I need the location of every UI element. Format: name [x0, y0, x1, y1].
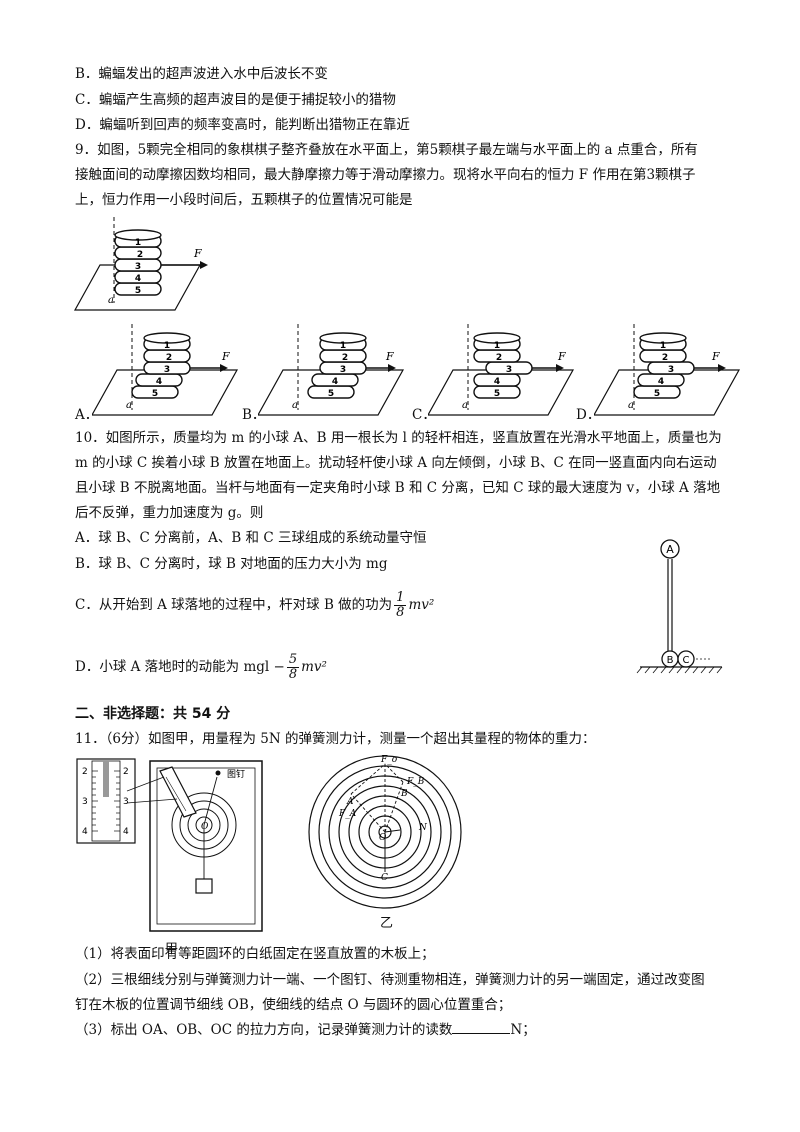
q10-stem-line2: m 的小球 C 挨着小球 B 放置在地面上。扰动轻杆使小球 A 向左倾倒，小球 … — [75, 455, 717, 471]
q11-step2-line1: （2）三根细线分别与弹簧测力计一端、一个图钉、待测重物相连，弹簧测力计的另一端固… — [75, 972, 705, 988]
q11-yi-c: C — [381, 873, 388, 883]
q11-yi-fb: F_B — [406, 777, 425, 787]
q10-stem-line3: 且小球 B 不脱离地面。当杆与地面有一定夹角时小球 B 和 C 分离，已知 C … — [75, 480, 721, 496]
q11-yi-b: B — [400, 789, 408, 799]
svg-text:3: 3 — [506, 365, 512, 375]
svg-text:2: 2 — [662, 353, 668, 363]
q10-option-c-text: C．从开始到 A 球落地的过程中，杆对球 B 做的功为 — [75, 597, 393, 613]
q9-piece-4: 4 — [135, 274, 141, 284]
q9-piece-2: 2 — [137, 250, 143, 260]
q11-scale-left-4: 4 — [82, 827, 88, 837]
svg-text:3: 3 — [164, 365, 170, 375]
q9-piece-1: 1 — [135, 238, 141, 248]
q10-stem-line4: 后不反弹，重力加速度为 g。则 — [75, 505, 264, 521]
q11-step3-unit: N； — [510, 1022, 536, 1038]
svg-text:3: 3 — [668, 365, 674, 375]
q9-stem-line3: 上，恒力作用一小段时间后，五颗棋子的位置情况可能是 — [75, 192, 413, 208]
svg-text:F: F — [557, 350, 566, 363]
q9-stem-line1: 9．如图，5颗完全相同的象棋棋子整齐叠放在水平面上，第5颗棋子最左端与水平面上的… — [75, 142, 698, 158]
q9-piece-5: 5 — [135, 286, 141, 296]
q11-scale-left-3: 3 — [82, 797, 88, 807]
q10-rod-figure: A B C — [636, 539, 723, 674]
q10-ball-b-label: B — [667, 655, 674, 666]
svg-text:F: F — [711, 350, 720, 363]
q11-scale-right-2: 2 — [123, 767, 129, 777]
q10-option-a: A．球 B、C 分离前，A、B 和 C 三球组成的系统动量守恒 — [75, 530, 427, 546]
q9-option-a-label: A． — [75, 407, 99, 423]
q11-scale-right-4: 4 — [123, 827, 129, 837]
svg-text:a: a — [126, 400, 132, 411]
svg-text:4: 4 — [332, 377, 338, 387]
q9-option-a-figure: 1 2 34 5 F a — [92, 324, 239, 416]
q9-stem-line2: 接触面间的动摩擦因数均相同，最大静摩擦力等于滑动摩擦力。现将水平向右的恒力 F … — [75, 167, 696, 183]
svg-text:2: 2 — [342, 353, 348, 363]
svg-text:2: 2 — [496, 353, 502, 363]
q11-yi-a: A — [346, 797, 354, 807]
q10-stem-line1: 10．如图所示，质量均为 m 的小球 A、B 用一根长为 l 的轻杆相连，竖直放… — [75, 430, 722, 446]
svg-text:5: 5 — [654, 389, 660, 399]
svg-text:O: O — [201, 822, 209, 832]
q10-option-d-numerator: 5 — [286, 652, 300, 668]
q11-figure-jia: 2 3 4 2 3 4 O 图钉 — [76, 758, 263, 932]
q11-pin-label: 图钉 — [227, 769, 245, 780]
svg-text:F: F — [221, 350, 230, 363]
q10-ball-c-label: C — [683, 655, 690, 666]
q9-force-label: F — [193, 247, 202, 260]
section-2-title: 二、非选择题：共 54 分 — [75, 706, 231, 722]
q8-option-b: B．蝙蝠发出的超声波进入水中后波长不变 — [75, 66, 328, 82]
svg-text:1: 1 — [494, 341, 500, 351]
q11-scale-right-3: 3 — [123, 797, 129, 807]
q9-option-c-figure: 1 234 5 F a — [428, 324, 575, 416]
q10-ball-a-label: A — [666, 543, 674, 556]
q11-step1: （1）将表面印有等距圆环的白纸固定在竖直放置的木板上； — [75, 946, 435, 962]
svg-text:3: 3 — [340, 365, 346, 375]
svg-text:2: 2 — [166, 353, 172, 363]
q11-scale-left-2: 2 — [82, 767, 88, 777]
svg-text:5: 5 — [328, 389, 334, 399]
q10-option-c-numerator: 1 — [394, 590, 407, 606]
q11-yi-o: O — [379, 833, 387, 843]
svg-text:a: a — [292, 400, 298, 411]
q9-point-a: a — [108, 295, 114, 306]
svg-text:5: 5 — [152, 389, 158, 399]
q11-figure-jia-label: 甲 — [165, 942, 179, 957]
q10-option-c-denominator: 8 — [396, 605, 405, 620]
q11-intro: 11．（6分）如图甲，用量程为 5N 的弹簧测力计，测量一个超出其量程的物体的重… — [75, 731, 596, 747]
q10-option-d-tail: mv² — [301, 659, 327, 675]
q9-main-figure: 1 2 3 4 5 F a — [73, 217, 208, 311]
q11-yi-n: N — [418, 823, 428, 833]
svg-text:4: 4 — [494, 377, 500, 387]
q9-option-b-figure: 1 2 34 5 F a — [258, 324, 405, 416]
q8-option-d: D．蝙蝠听到回声的频率变高时，能判断出猎物正在靠近 — [75, 117, 410, 133]
q9-option-d-label: D． — [576, 407, 601, 423]
q11-figure-yi: F_o A F_A B F_B C O N — [308, 755, 462, 909]
q10-option-d-text: D．小球 A 落地时的动能为 mgl − — [75, 659, 285, 675]
q10-option-b: B．球 B、C 分离时，球 B 对地面的压力大小为 mg — [75, 556, 388, 572]
svg-text:5: 5 — [494, 389, 500, 399]
svg-text:1: 1 — [340, 341, 346, 351]
svg-text:4: 4 — [658, 377, 664, 387]
q8-option-c: C．蝙蝠产生高频的超声波目的是便于捕捉较小的猎物 — [75, 92, 396, 108]
svg-text:a: a — [628, 400, 634, 411]
q9-option-d-figure: 1 234 5 F a — [594, 324, 741, 416]
q11-yi-fo: F_o — [380, 755, 398, 765]
q10-option-d-denominator: 8 — [288, 667, 298, 682]
svg-text:1: 1 — [164, 341, 170, 351]
q10-option-c-tail: mv² — [408, 597, 435, 613]
svg-text:F: F — [385, 350, 394, 363]
q11-step3-text: （3）标出 OA、OB、OC 的拉力方向，记录弹簧测力计的读数 — [75, 1022, 453, 1038]
q11-step2-line2: 钉在木板的位置调节细线 OB，使细线的结点 O 与圆环的圆心位置重合； — [75, 997, 512, 1013]
svg-text:1: 1 — [660, 341, 666, 351]
q11-figure-yi-label: 乙 — [380, 916, 394, 931]
q11-step3: （3）标出 OA、OB、OC 的拉力方向，记录弹簧测力计的读数 N； — [75, 1021, 536, 1039]
q11-answer-blank[interactable] — [452, 1021, 511, 1034]
q9-piece-3: 3 — [135, 262, 141, 272]
svg-text:a: a — [462, 400, 468, 411]
svg-text:4: 4 — [156, 377, 162, 387]
q11-yi-fa: F_A — [338, 809, 357, 819]
